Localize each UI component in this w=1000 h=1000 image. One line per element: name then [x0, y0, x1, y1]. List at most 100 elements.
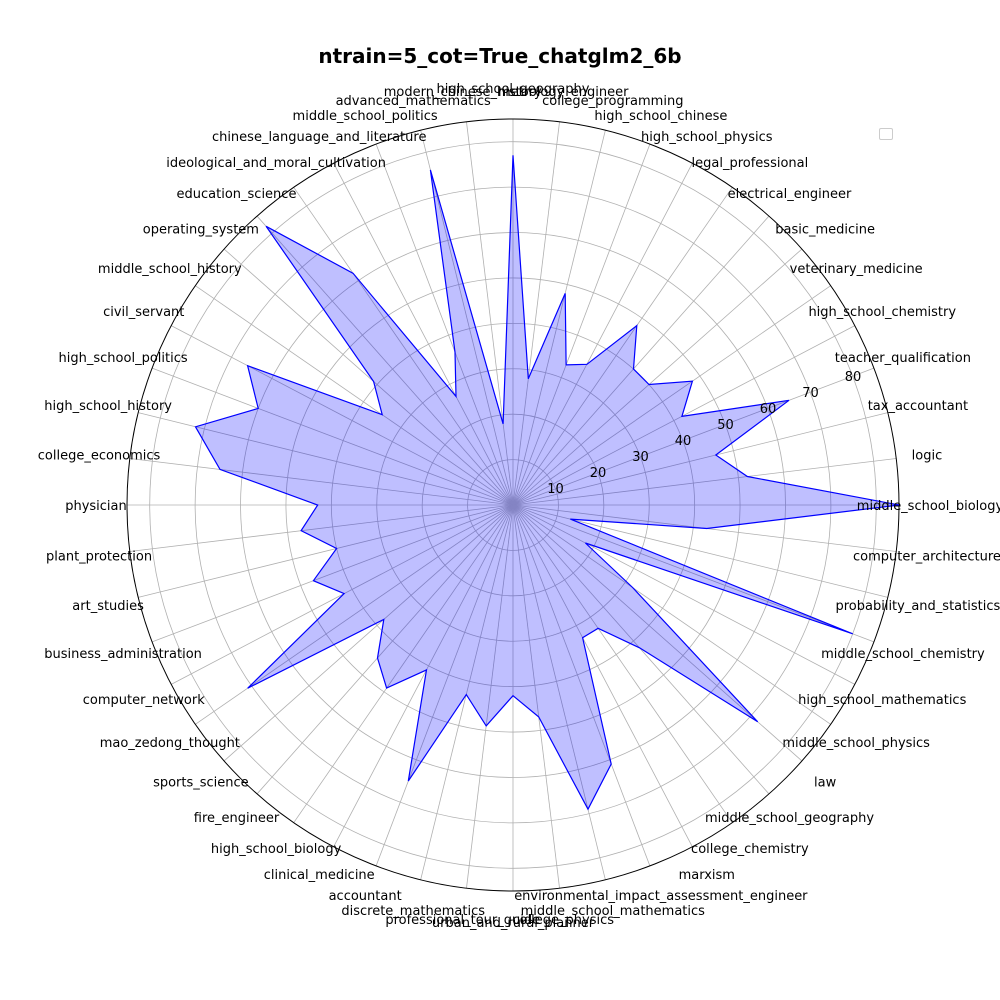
category-label: plant_protection — [46, 549, 152, 564]
spoke-line — [512, 504, 831, 725]
spoke-line — [293, 504, 514, 823]
category-label: middle_school_geography — [705, 811, 874, 826]
spoke-line — [512, 504, 651, 867]
spoke-line — [138, 504, 514, 598]
grid-layer — [126, 118, 900, 892]
spoke-line — [171, 325, 514, 506]
radial-tick-label: 60 — [760, 402, 777, 417]
radial-tick-label: 40 — [675, 434, 692, 449]
spoke-line — [512, 215, 770, 506]
category-label: college_programming — [542, 94, 683, 109]
series-area — [195, 155, 899, 810]
category-label: accountant — [329, 889, 402, 904]
spoke-line — [466, 121, 514, 506]
category-label: high_school_mathematics — [798, 693, 966, 708]
category-label: law — [814, 776, 837, 791]
category-label: logic — [912, 449, 943, 464]
spoke-line — [129, 458, 514, 506]
category-label: environmental_impact_assessment_engineer — [514, 889, 808, 904]
category-label: education_science — [177, 187, 297, 202]
category-label: high_school_physics — [641, 130, 773, 145]
spoke-line — [256, 215, 514, 506]
category-label: metrology_engineer — [498, 85, 629, 100]
spoke-line — [512, 504, 560, 889]
category-label: business_administration — [44, 647, 202, 662]
category-label: urban_and_rural_planner — [432, 916, 595, 931]
spoke-line — [420, 130, 514, 506]
category-label: chinese_language_and_literature — [212, 130, 427, 145]
category-label: teacher_qualification — [835, 351, 971, 366]
category-label: marxism — [679, 868, 735, 883]
category-label: fire_engineer — [194, 811, 280, 826]
spoke-line — [466, 504, 514, 889]
spoke-line — [223, 504, 514, 762]
category-label: probability_and_statistics — [835, 599, 1000, 614]
category-label: middle_school_biology — [857, 499, 1000, 514]
spoke-line — [512, 412, 888, 506]
category-label: sports_science — [153, 776, 249, 791]
category-label: basic_medicine — [775, 222, 875, 237]
spoke-line — [512, 504, 875, 643]
category-label: college_physics — [512, 913, 614, 928]
spoke-line — [512, 458, 897, 506]
series-line — [194, 155, 900, 811]
category-label: professional_tour_guide — [385, 913, 540, 928]
category-label: high_school_history — [44, 399, 172, 414]
category-label: computer_architecture — [853, 549, 1000, 564]
category-label: clinical_medicine — [264, 868, 375, 883]
category-label: electrical_engineer — [728, 187, 852, 202]
spoke-line — [512, 187, 733, 506]
label-layer: 1020304050607080middle_school_biologylog… — [38, 82, 1000, 931]
category-label: middle_school_mathematics — [521, 904, 706, 919]
category-label: middle_school_physics — [782, 736, 930, 751]
category-label: modern_chinese_history — [384, 85, 542, 100]
chart-title: ntrain=5_cot=True_chatglm2_6b — [318, 44, 682, 68]
spoke-line — [195, 285, 514, 506]
category-label: college_economics — [38, 449, 161, 464]
category-label: art_studies — [72, 599, 144, 614]
category-label: middle_school_politics — [293, 109, 438, 124]
spoke-line — [512, 504, 606, 880]
spoke-line — [129, 504, 514, 552]
spoke-line — [512, 285, 831, 506]
spoke-line — [420, 504, 514, 880]
spoke-line — [512, 504, 888, 598]
category-label: computer_network — [83, 693, 205, 708]
radial-tick-label: 80 — [845, 370, 862, 385]
category-label: middle_school_history — [98, 262, 242, 277]
spoke-line — [333, 504, 514, 847]
spoke-line — [512, 130, 606, 506]
spoke-line — [138, 412, 514, 506]
category-label: middle_school_chemistry — [821, 647, 985, 662]
category-label: high_school_biology — [211, 842, 342, 857]
spoke-line — [293, 187, 514, 506]
spoke-line — [151, 367, 514, 506]
category-label: discrete_mathematics — [341, 904, 485, 919]
spoke-line — [375, 143, 514, 506]
radial-tick-label: 10 — [547, 482, 564, 497]
spoke-line — [151, 504, 514, 643]
spoke-line — [512, 248, 803, 506]
spoke-line — [256, 504, 514, 795]
spoke-line — [512, 163, 693, 506]
category-label: legal_professional — [692, 156, 809, 171]
category-label: veterinary_medicine — [790, 262, 923, 277]
category-label: physician — [65, 499, 127, 514]
radial-tick-label: 20 — [590, 466, 607, 481]
category-label: civil_servant — [103, 305, 184, 320]
spoke-line — [171, 504, 514, 685]
spoke-line — [223, 248, 514, 506]
spoke-line — [512, 504, 855, 685]
radial-tick-label: 70 — [802, 386, 819, 401]
data-layer — [194, 155, 900, 811]
spoke-line — [512, 325, 855, 506]
spoke-line — [512, 504, 733, 823]
category-label: college_chemistry — [691, 842, 809, 857]
category-label: high_school_chemistry — [808, 305, 956, 320]
category-label: advanced_mathematics — [336, 94, 491, 109]
legend-box — [879, 128, 893, 140]
spoke-line — [512, 504, 770, 795]
category-label: high_school_politics — [59, 351, 188, 366]
category-label: high_school_geography — [437, 82, 590, 97]
